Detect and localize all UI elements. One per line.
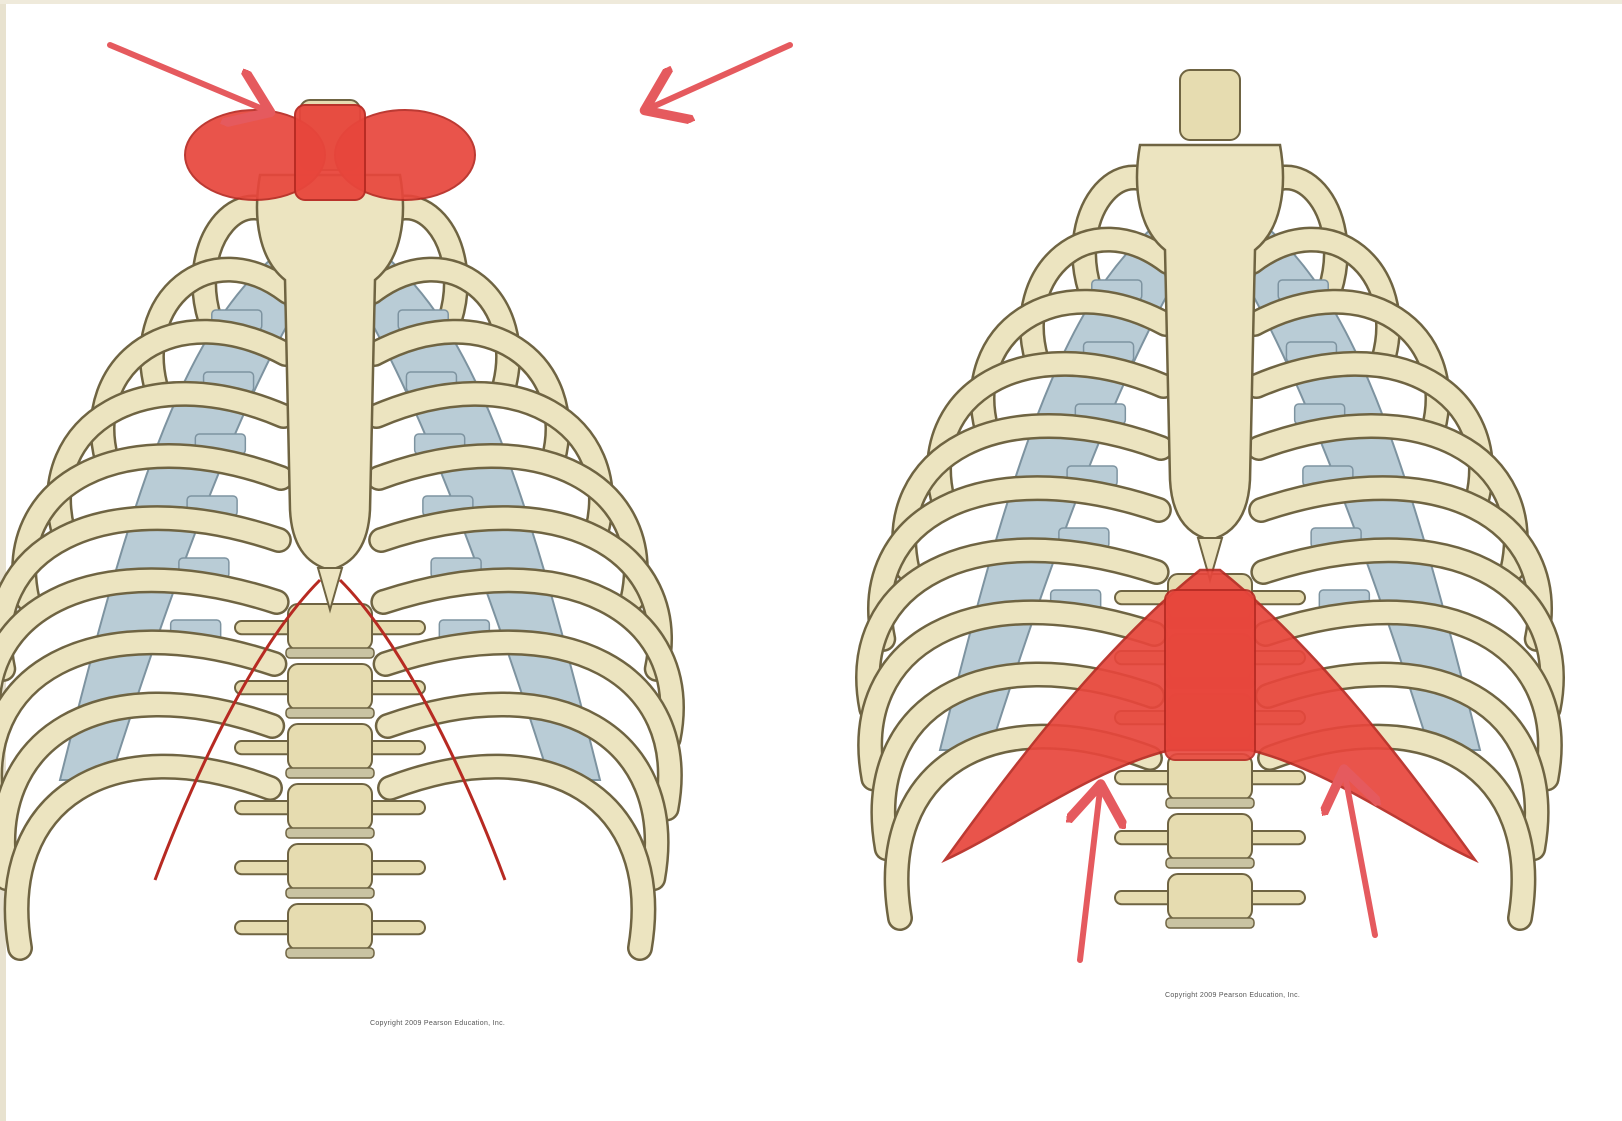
vertebra [288,784,372,830]
sternum [1137,145,1283,540]
sternum [257,175,403,570]
copyright-caption-left: Copyright 2009 Pearson Education, Inc. [370,1020,505,1027]
intervertebral-disc [1166,798,1254,808]
intervertebral-disc [286,648,374,658]
vertebra [288,724,372,770]
intervertebral-disc [1166,858,1254,868]
intervertebral-disc [286,708,374,718]
vertebra [288,664,372,710]
rib-right [388,704,657,878]
apex-highlight-center [295,105,365,200]
intervertebral-disc [286,768,374,778]
arrow-apex-left [110,45,265,110]
intervertebral-disc [1166,918,1254,928]
copyright-caption-right: Copyright 2009 Pearson Education, Inc. [1165,992,1300,999]
vertebra [288,904,372,950]
rib-left [3,704,272,878]
ribcage-figure-apex [0,100,672,958]
vertebra [1168,874,1252,920]
intervertebral-disc [286,888,374,898]
base-highlight-spine [1165,590,1255,760]
upper-vertebra [1180,70,1240,140]
rib-right [390,767,643,948]
vertebra [288,844,372,890]
rib-left [17,767,270,948]
intervertebral-disc [286,828,374,838]
arrow-base-left [1080,790,1100,960]
vertebra [1168,814,1252,860]
arrow-apex-right [650,45,790,108]
intervertebral-disc [286,948,374,958]
ribcage-figure-base [868,70,1552,928]
